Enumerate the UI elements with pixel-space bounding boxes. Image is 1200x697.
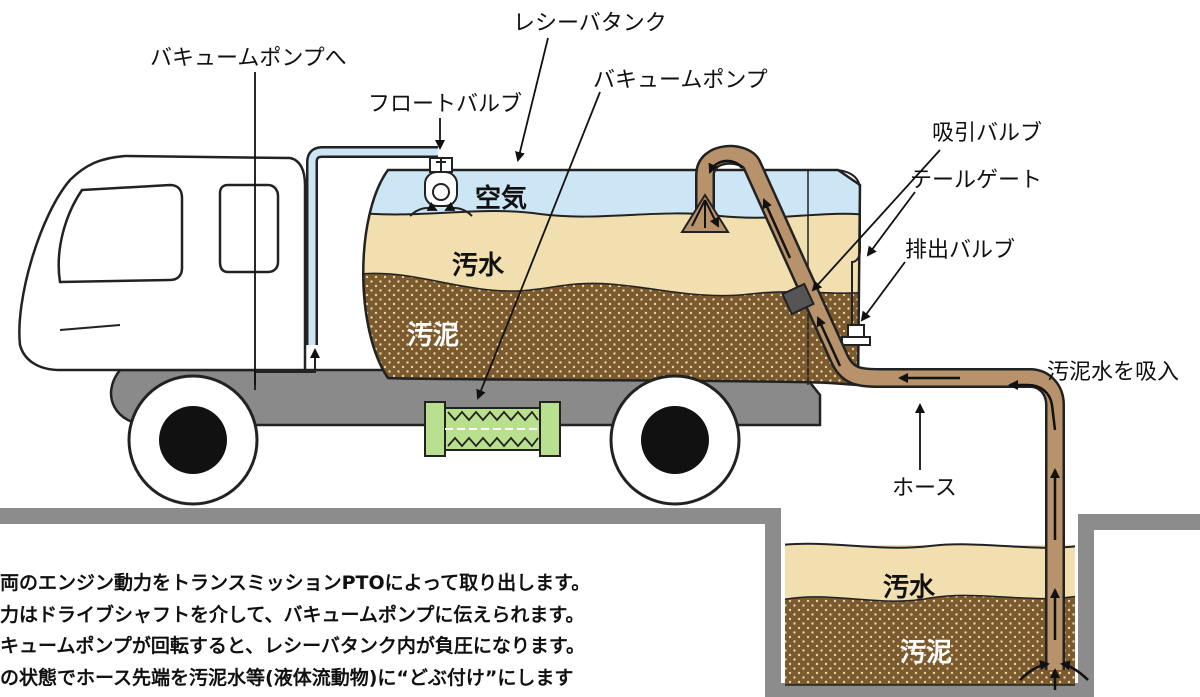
tail-gate-label: テールゲート xyxy=(910,168,1043,193)
discharge-valve-label: 排出バルブ xyxy=(905,238,1016,263)
vacuum-pump-direction-label: バキュームポンプへ xyxy=(150,46,347,71)
step-4: の状態でホース先端を汚泥水等(液体流動物)に“どぶ付け”にします xyxy=(0,666,574,689)
truck-cab xyxy=(18,154,307,372)
suction-valve-label: 吸引バルブ xyxy=(932,121,1043,146)
step-1: 両のエンジン動力をトランスミッションPTOによって取り出します。 xyxy=(0,572,591,594)
pit-sludge-label: 汚泥 xyxy=(900,638,953,668)
tank-sludge-label: 汚泥 xyxy=(407,321,460,351)
pit-sewage-label: 汚水 xyxy=(883,573,936,603)
process-steps: 両のエンジン動力をトランスミッションPTOによって取り出します。 力はドライブシ… xyxy=(0,568,590,694)
receiver-tank-label: レシーバタンク xyxy=(513,11,667,36)
float-valve xyxy=(409,157,473,217)
leader-lines xyxy=(254,37,941,470)
receiver-tank xyxy=(362,168,871,387)
vacuum-pump xyxy=(424,401,561,457)
step-2: 力はドライブシャフトを介して、バキュームポンプに伝えられます。 xyxy=(0,603,585,626)
suction-hose xyxy=(680,144,1089,690)
ground xyxy=(0,508,1200,697)
float-valve-label: フロートバルブ xyxy=(368,92,523,117)
tank-sewage-label: 汚水 xyxy=(452,251,505,281)
step-3: キュームポンプが回転すると、レシーバタンク内が負圧になります。 xyxy=(0,635,586,657)
pit-contents xyxy=(785,542,1075,686)
hose-label: ホース xyxy=(892,476,957,501)
suction-intake-label: 汚泥水を吸入 xyxy=(1047,360,1180,385)
rear-wheel xyxy=(609,374,741,506)
front-wheel xyxy=(127,374,259,506)
vacuum-pump-label: バキュームポンプ xyxy=(593,68,768,93)
air-label: 空気 xyxy=(475,184,528,214)
